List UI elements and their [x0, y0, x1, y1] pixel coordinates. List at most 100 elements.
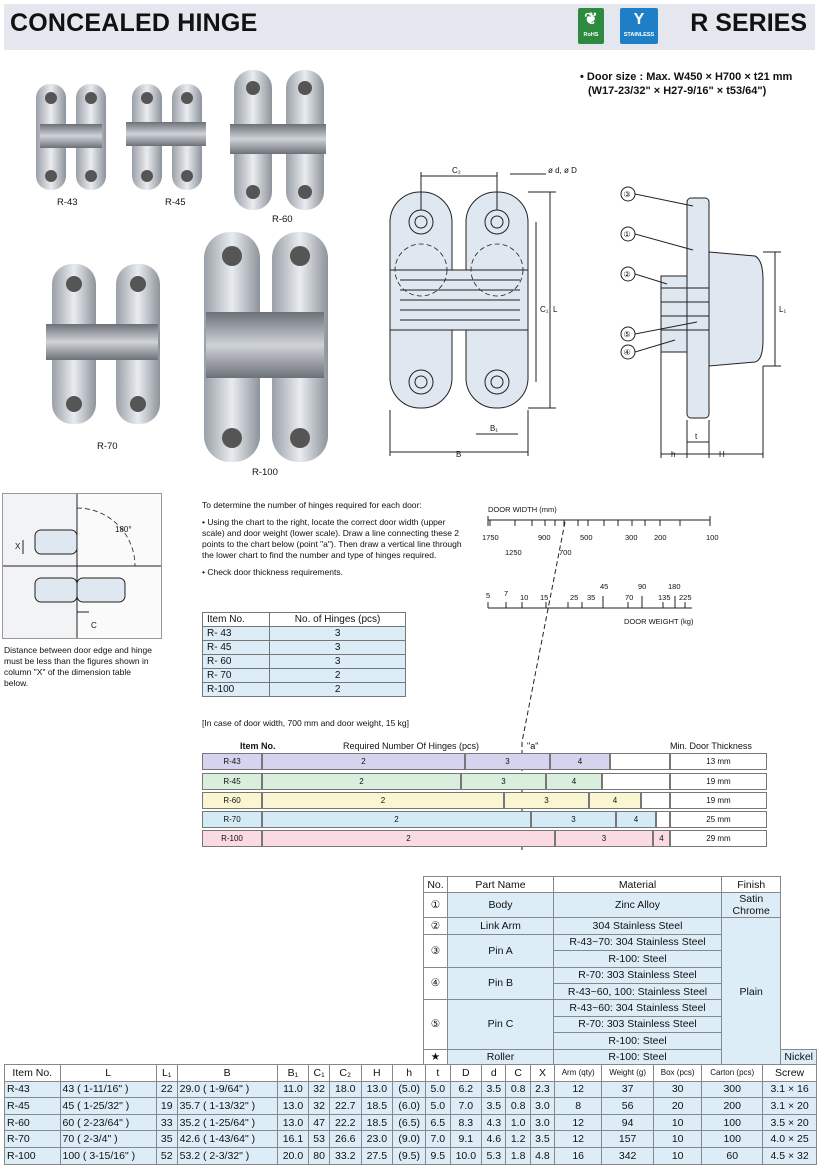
- dim-cell: 27.5: [360, 1146, 394, 1165]
- req-empty-cell: [610, 753, 670, 770]
- table-row: ② Link Arm 304 Stainless Steel Plain: [423, 917, 817, 1066]
- dim-header: Carton (pcs): [701, 1064, 764, 1082]
- header-bar: [4, 4, 815, 50]
- dim-cell: 1.0: [505, 1113, 531, 1132]
- table-row: ⑤ Pin C R-43~60: 304 Stainless Steel: [423, 999, 817, 1050]
- weight-scale-label: DOOR WEIGHT (kg): [624, 617, 694, 626]
- dim-header: B: [176, 1064, 278, 1082]
- callout-3: ③: [624, 190, 631, 199]
- dim-b1: B₁: [490, 424, 498, 433]
- dim-cell: 16.1: [276, 1130, 310, 1148]
- dim-cell: 12: [554, 1130, 603, 1148]
- table-row: R-100: Steel: [424, 950, 817, 968]
- req-item-cell: R-45: [202, 773, 262, 790]
- req-thickness-cell: 25 mm: [670, 811, 767, 828]
- dim-cell: 157: [601, 1130, 655, 1148]
- dim-cell: 6.5: [425, 1113, 451, 1132]
- photo-label-r-45: R-45: [165, 197, 186, 208]
- req-empty-cell: [656, 811, 670, 828]
- dim-cell: 47: [308, 1113, 330, 1132]
- fig-angle-label: 180°: [115, 525, 132, 534]
- callout-5: ⑤: [624, 330, 631, 339]
- dim-cell: 3.0: [529, 1097, 556, 1115]
- dim-header: L₁: [155, 1064, 178, 1082]
- weight-tick: 135: [658, 593, 671, 602]
- width-tick: 1750: [482, 533, 499, 542]
- req-count-cell: 4: [550, 753, 610, 770]
- weight-tick: 7: [504, 589, 508, 598]
- width-tick: 200: [654, 533, 667, 542]
- photo-r-70: [46, 264, 160, 424]
- dim-cell: 2.3: [529, 1080, 556, 1099]
- dim-cell: 10: [653, 1146, 703, 1165]
- req-count-cell: 4: [653, 830, 670, 847]
- dim-cell: 4.8: [529, 1146, 556, 1165]
- req-thickness-cell: 19 mm: [670, 792, 767, 809]
- dim-cell: 0.8: [505, 1097, 531, 1115]
- dim-c1: C₁: [540, 305, 549, 314]
- dim-cell: 18.5: [360, 1113, 394, 1132]
- weight-tick: 25: [570, 593, 578, 602]
- width-tick: 900: [538, 533, 551, 542]
- hinge-table-header: No. of Hinges (pcs): [269, 612, 406, 627]
- req-item-cell: R-43: [202, 753, 262, 770]
- dim-cell: 16: [554, 1146, 603, 1165]
- dim-cell: 5.3: [481, 1146, 507, 1165]
- dim-cell: 3.5: [529, 1130, 556, 1148]
- dim-cell: 3.5: [481, 1080, 507, 1099]
- dim-header: Box (pcs): [653, 1064, 703, 1082]
- dim-cell: R-45: [4, 1097, 61, 1115]
- dim-cell: 10: [653, 1113, 703, 1132]
- dim-t: t: [695, 432, 698, 441]
- dim-header: Weight (g): [601, 1064, 655, 1082]
- req-header-a: "a": [527, 741, 539, 751]
- dim-header: t: [425, 1064, 451, 1082]
- req-thickness-cell: 29 mm: [670, 830, 767, 847]
- width-scale-label: DOOR WIDTH (mm): [488, 505, 557, 514]
- dim-cell: 13.0: [276, 1097, 310, 1115]
- photo-r-100: [204, 232, 328, 462]
- dim-cell: (9.0): [392, 1130, 427, 1148]
- dim-cell: (6.5): [392, 1113, 427, 1132]
- dim-header: L: [59, 1064, 157, 1082]
- dim-cell: 32: [308, 1080, 330, 1099]
- callout-1: ①: [624, 230, 631, 239]
- dim-header: D: [449, 1064, 483, 1082]
- hinge-photos: [36, 70, 328, 462]
- instr-step2: • Check door thickness requirements.: [202, 567, 343, 577]
- instr-intro: To determine the number of hinges requir…: [202, 500, 422, 510]
- req-count-cell: 4: [616, 811, 656, 828]
- dim-header: h: [392, 1064, 427, 1082]
- dim-l: L: [553, 305, 558, 314]
- dim-header: d: [481, 1064, 507, 1082]
- dim-cell: 1.2: [505, 1130, 531, 1148]
- dim-cell: 0.8: [505, 1080, 531, 1099]
- req-empty-cell: [641, 792, 670, 809]
- req-header-required: Required Number Of Hinges (pcs): [343, 741, 480, 751]
- dim-cell: 10: [653, 1130, 703, 1148]
- table-row: ④ Pin B R-70: 303 Stainless Steel: [423, 966, 817, 1001]
- req-count-cell: 2: [262, 830, 555, 847]
- weight-tick: 225: [679, 593, 692, 602]
- dim-cell: 56: [601, 1097, 655, 1115]
- photo-r-45: [126, 84, 206, 190]
- parts-header: No.: [423, 875, 448, 894]
- dim-cell: 18.0: [328, 1080, 362, 1099]
- dim-cell: 11.0: [276, 1080, 310, 1099]
- dim-h: h: [671, 450, 675, 459]
- parts-table: No. Part Name Material Finish ① Body Zin…: [423, 875, 817, 1066]
- dim-cell: 20.0: [276, 1146, 310, 1165]
- req-count-cell: 2: [262, 792, 504, 809]
- req-count-cell: 4: [546, 773, 602, 790]
- dim-cell: 22: [155, 1080, 178, 1099]
- dim-cell: 35: [155, 1130, 178, 1148]
- dim-cell: 7.0: [425, 1130, 451, 1148]
- dim-H: H: [719, 450, 725, 459]
- dim-cell: 1.8: [505, 1146, 531, 1165]
